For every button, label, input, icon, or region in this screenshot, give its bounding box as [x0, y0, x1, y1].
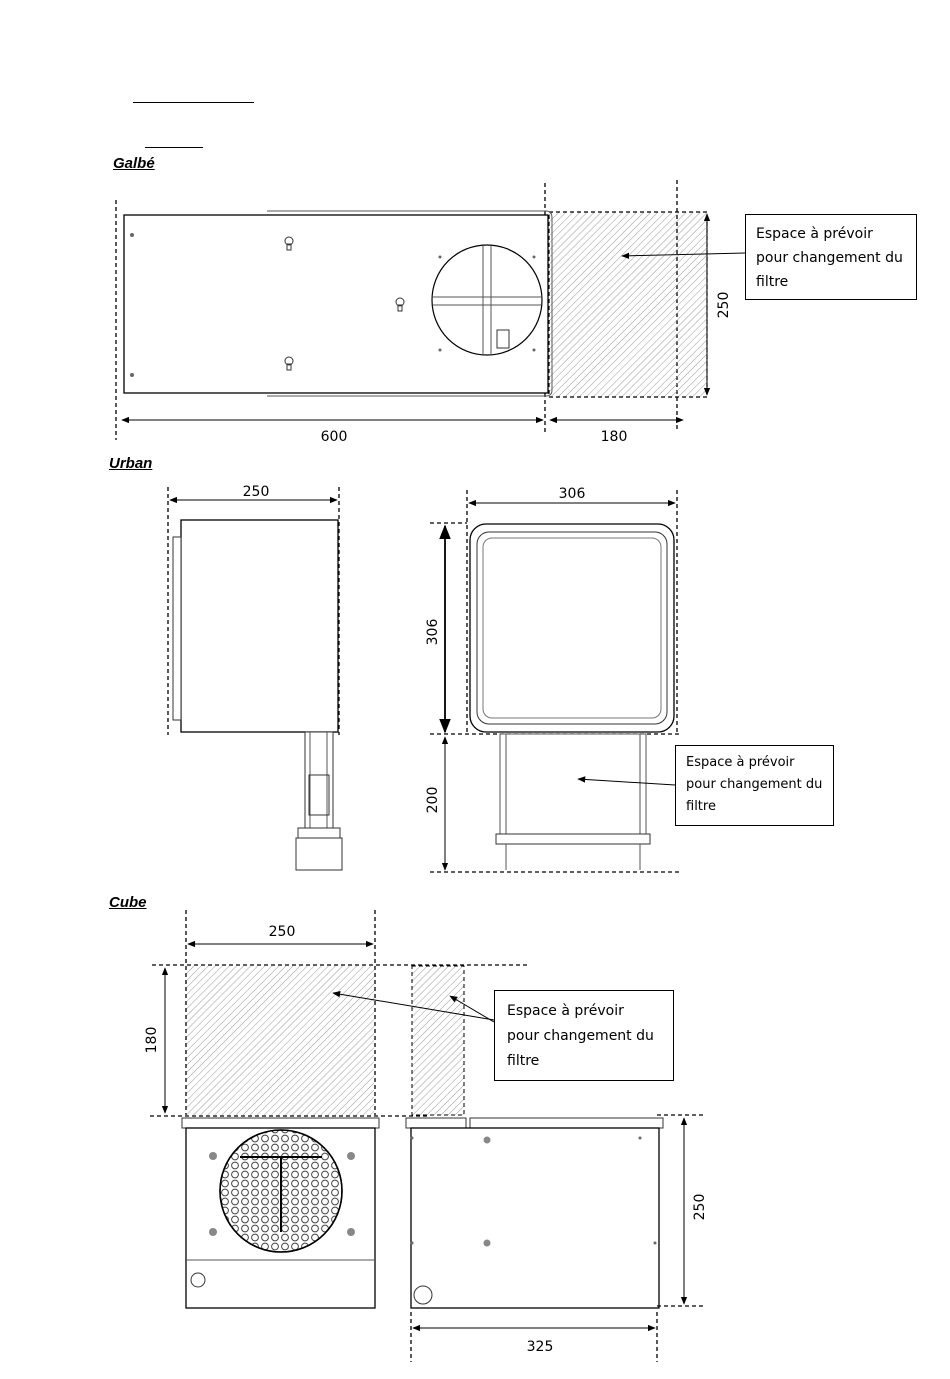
cube-note-box: Espace à prévoir pour changement du filt… — [494, 990, 674, 1081]
cube-dim-depth: 325 — [527, 1339, 554, 1355]
urban-side-body — [181, 520, 338, 732]
urban-note-box: Espace à prévoir pour changement du filt… — [675, 745, 834, 826]
note-line-3: filtre — [756, 270, 906, 294]
note-line-2: pour changement du — [507, 1024, 661, 1049]
urban-dim-clearance: 200 — [425, 787, 441, 814]
note-line-3: filtre — [507, 1049, 661, 1074]
galbe-dim-clearance: 180 — [601, 429, 628, 445]
urban-front-base — [496, 734, 650, 870]
cube-side-body — [406, 1118, 663, 1308]
galbe-dim-height: 250 — [716, 292, 732, 319]
galbe-note-box: Espace à prévoir pour changement du filt… — [745, 214, 917, 300]
galbe-fan-grille — [432, 245, 542, 355]
galbe-dim-width: 600 — [321, 429, 348, 445]
cube-front-body — [182, 1118, 379, 1308]
note-line-2: pour changement du — [686, 774, 823, 796]
urban-dim-front-height: 306 — [425, 619, 441, 646]
note-line-1: Espace à prévoir — [507, 999, 661, 1024]
note-line-3: filtre — [686, 796, 823, 818]
cube-drawing: 250 180 — [144, 910, 708, 1362]
urban-dim-side-width: 250 — [243, 484, 270, 500]
galbe-drawing: 600 180 250 — [116, 180, 745, 445]
cube-dim-height: 250 — [692, 1194, 708, 1221]
urban-side-column — [296, 732, 342, 870]
urban-dim-front-width: 306 — [559, 486, 586, 502]
cube-dim-clearance: 180 — [144, 1027, 160, 1054]
galbe-clearance-zone — [549, 212, 707, 397]
cube-clearance-zone-front — [187, 966, 374, 1115]
urban-drawing: 250 306 306 200 — [168, 484, 680, 872]
note-line-1: Espace à prévoir — [756, 222, 906, 246]
urban-front-body — [470, 524, 674, 732]
note-line-1: Espace à prévoir — [686, 752, 823, 774]
cube-dim-top-width: 250 — [269, 924, 296, 940]
note-line-2: pour changement du — [756, 246, 906, 270]
cube-clearance-zone-side — [412, 966, 464, 1115]
